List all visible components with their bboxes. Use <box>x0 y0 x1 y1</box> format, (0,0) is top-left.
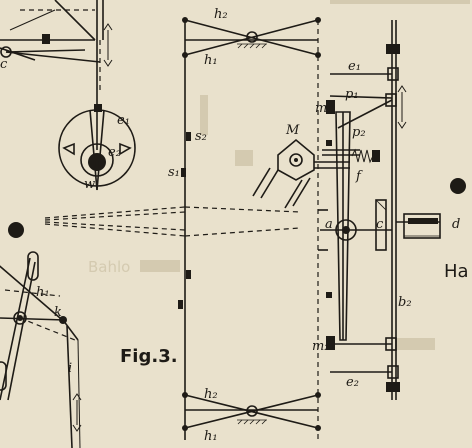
label-h1-bottom: h₁ <box>204 429 218 444</box>
lamp-dot-left <box>8 222 24 238</box>
label-w: w <box>84 177 95 192</box>
slit-s1 <box>181 168 186 177</box>
label-d: d <box>452 217 460 232</box>
header-fragment-ha: Ha <box>444 261 469 282</box>
svg-text:Bahlo: Bahlo <box>88 258 130 276</box>
left-top-mechanism: c e₁ e₂ w <box>0 0 136 192</box>
label-s1: s₁ <box>168 165 180 180</box>
label-a: a <box>325 217 333 232</box>
label-i: i <box>68 361 72 376</box>
figure-caption: Fig.3. <box>120 346 178 367</box>
label-c-left: c <box>0 57 8 72</box>
label-m1: m₁ <box>315 101 333 116</box>
label-p2: p₂ <box>352 125 366 140</box>
label-h1-top: h₁ <box>204 53 218 68</box>
label-e1-left: e₁ <box>117 113 130 128</box>
label-e2-right: e₂ <box>346 375 359 390</box>
label-h2-bottom: h₂ <box>204 387 218 402</box>
background-print: Bahlo <box>88 0 470 350</box>
lamp-dot-right <box>450 178 466 194</box>
label-f: f <box>355 169 363 184</box>
left-bottom-mechanism: h₁ k i <box>0 251 82 448</box>
label-b2: b₂ <box>398 295 412 310</box>
central-frame: h₂ h₁ h₂ h₁ s₂ s₁ <box>168 7 321 444</box>
right-mechanism: e₁ e₂ p₁ p₂ m₁ f a c d b₂ <box>312 20 460 400</box>
label-M: M <box>285 123 300 138</box>
label-e1-right: e₁ <box>348 59 361 74</box>
slit-s2 <box>186 132 191 141</box>
label-m2: m₂ <box>312 339 330 354</box>
label-e2-left: e₂ <box>108 145 121 160</box>
label-h1-left: h₁ <box>36 285 50 300</box>
label-c: c <box>376 217 384 232</box>
label-s2: s₂ <box>195 129 207 144</box>
label-k: k <box>54 305 62 320</box>
motor-M: M <box>252 123 350 209</box>
label-h2-top: h₂ <box>214 7 228 22</box>
label-p1: p₁ <box>345 87 359 102</box>
light-beam <box>8 178 466 238</box>
